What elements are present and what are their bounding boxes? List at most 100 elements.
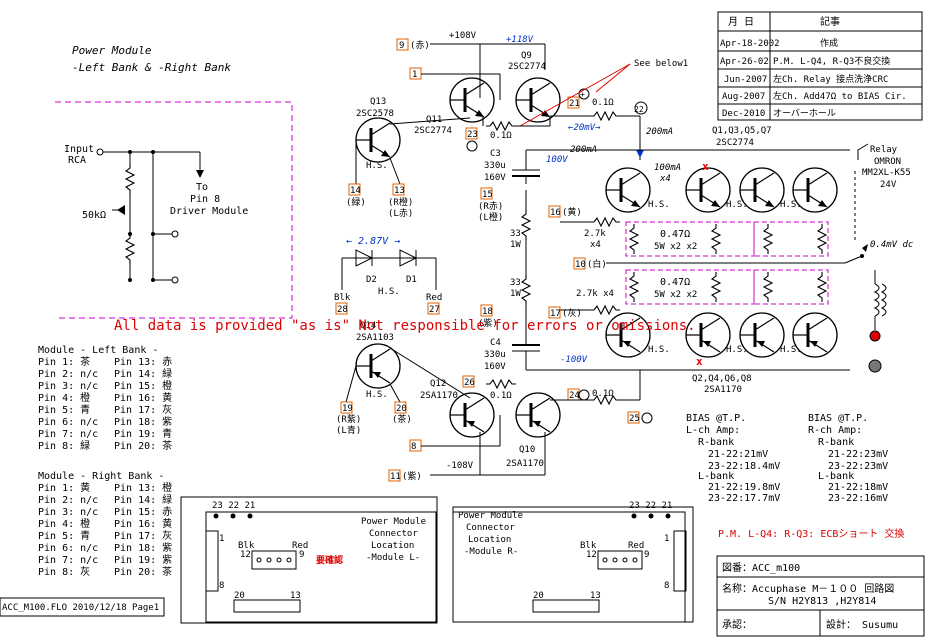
blk-label: Blk [334, 293, 351, 303]
drawing-serial: S/N H2Y813 ,H2Y814 [768, 596, 876, 607]
connector-left: 23 22 21 Power Module Connector Location… [180, 496, 438, 624]
pin-label: (R紫) [336, 414, 361, 425]
disclaimer: All data is provided "as is" Not respons… [114, 318, 696, 334]
v100n-label: -100V [560, 355, 588, 365]
voltage-108n: -108V [446, 461, 474, 471]
module-table-title: Module - Left Bank - [38, 345, 158, 356]
d1-label: D1 [406, 275, 417, 285]
r27-label: 2.7k [584, 229, 606, 239]
q9-label: 2SC2774 [508, 62, 546, 72]
red-label: Red [426, 293, 442, 303]
pin-number: 20 [396, 404, 407, 414]
history-header-date: 月 日 [728, 16, 754, 28]
pin-number: 10 [575, 260, 586, 270]
pin-row: Pin 18: 紫 [114, 416, 172, 428]
r01-label: 0.1Ω [490, 391, 512, 401]
relay-label: 24V [880, 180, 897, 190]
connector-title: Location [371, 541, 414, 551]
q-npn-label: 2SC2774 [716, 138, 754, 148]
connector-blk: Blk [238, 541, 255, 551]
pin-row: Pin 4: 橙 [38, 391, 90, 404]
connector-right: 23 22 21 Power Module Connector Location… [452, 501, 694, 623]
connector-pins-top: 23 22 21 [212, 501, 255, 511]
connector-pin: 1 [219, 534, 224, 544]
pin-number: 9 [399, 41, 404, 51]
title-block: 図番：ACC_m100 名称：Accuphase M－１００ 回路図 S/N H… [716, 555, 925, 637]
pin-row: Pin 17: 灰 [114, 403, 172, 416]
history-table: 月 日 記事 Apr-18-2002 作成 Apr-26-02 P.M. L-Q… [717, 11, 923, 121]
q12-label: 2SA1170 [420, 391, 458, 401]
c3-label: C3 [490, 149, 501, 159]
history-date: Apr-26-02 [720, 57, 769, 67]
pin-number: 15 [482, 190, 493, 200]
input-label: Input [64, 144, 94, 155]
r047-label: 5W x2 x2 [654, 242, 697, 252]
bias-bank: R-bank [698, 437, 734, 448]
q9-label: Q9 [521, 51, 532, 61]
bias-bank: R-bank [818, 437, 854, 448]
pin-number: 17 [550, 309, 561, 319]
c4-label: 330u [484, 350, 506, 360]
connector-pin: 9 [299, 550, 304, 560]
bias-value: 21-22:21mV [708, 449, 768, 460]
c4-label: 160V [484, 362, 506, 372]
connector-title: Location [468, 535, 511, 545]
pin-label: (R橙) [388, 196, 413, 208]
pin-number: 19 [342, 404, 353, 414]
pin-row: Pin 15: 赤 [114, 506, 172, 518]
pin-row: Pin 20: 茶 [114, 439, 172, 452]
history-date: Dec-2010 [722, 109, 765, 119]
connector-pin: 20 [533, 591, 544, 601]
pin-number: 25 [629, 414, 640, 424]
pin-number: 14 [350, 186, 361, 196]
connector-title: Power Module [458, 511, 523, 521]
connector-pins-top: 23 22 21 [629, 501, 672, 511]
pin-number: 27 [429, 305, 440, 315]
bias-title: BIAS @T.P. [808, 413, 868, 424]
hs-label: H.S. [366, 390, 388, 400]
history-note: 左Ch. Add47Ω to BIAS Cir. [773, 90, 907, 102]
fail-mark-icon: x [696, 355, 703, 368]
pin-row: Pin 6: n/c [38, 543, 98, 554]
pin-number: 21 [569, 99, 580, 109]
input-label: RCA [68, 155, 86, 166]
pin-label: (赤) [410, 40, 430, 51]
r01-label: 0.1Ω [490, 131, 512, 141]
ma100-label: x4 [659, 174, 671, 184]
pin-row: Pin 7: n/c [38, 429, 98, 440]
v287-label: ← 2.87V → [346, 236, 400, 247]
see-below-note: See below1 [634, 59, 688, 69]
pin-number: 16 [550, 208, 561, 218]
ma200a-label: 200mA [646, 127, 673, 137]
relay-coil [868, 270, 887, 373]
ma100-label: 100mA [654, 163, 681, 173]
connector-red: Red [628, 541, 644, 551]
hs-label: H.S. [378, 287, 400, 297]
pin-number: 18 [482, 307, 493, 317]
hs-label: H.S. [780, 200, 802, 210]
q14-label: Q14 [360, 321, 376, 331]
r33-label: 1W [510, 240, 521, 250]
replace-note: P.M. L-Q4: R-Q3: ECBショート 交換 [718, 527, 904, 540]
pin-row: Pin 16: 黄 [114, 391, 172, 404]
q-pnp-label: Q2,Q4,Q6,Q8 [692, 374, 752, 384]
bias-value: 21-22:23mV [828, 449, 888, 460]
pin-row: Pin 16: 黄 [114, 517, 172, 530]
relay-label: MM2XL-K55 [862, 168, 911, 178]
to-label: Pin 8 [190, 194, 220, 205]
history-note: P.M. L-Q4, R-Q3不良交換 [773, 55, 890, 67]
drawing-number: 図番：ACC_m100 [722, 562, 800, 574]
q12-label: Q12 [430, 379, 446, 389]
pin-label: (L赤) [388, 208, 413, 219]
module-title: Power Module -Left Bank & -Right Bank [72, 44, 231, 74]
connector-pin: 20 [234, 591, 245, 601]
bias-value: 23-22:17.7mV [708, 493, 780, 504]
d2-label: D2 [366, 275, 377, 285]
bias-title: BIAS @T.P. [686, 413, 746, 424]
to-label: Driver Module [170, 206, 248, 217]
pin-number: 1 [412, 70, 417, 80]
history-note: 作成 [820, 37, 838, 49]
